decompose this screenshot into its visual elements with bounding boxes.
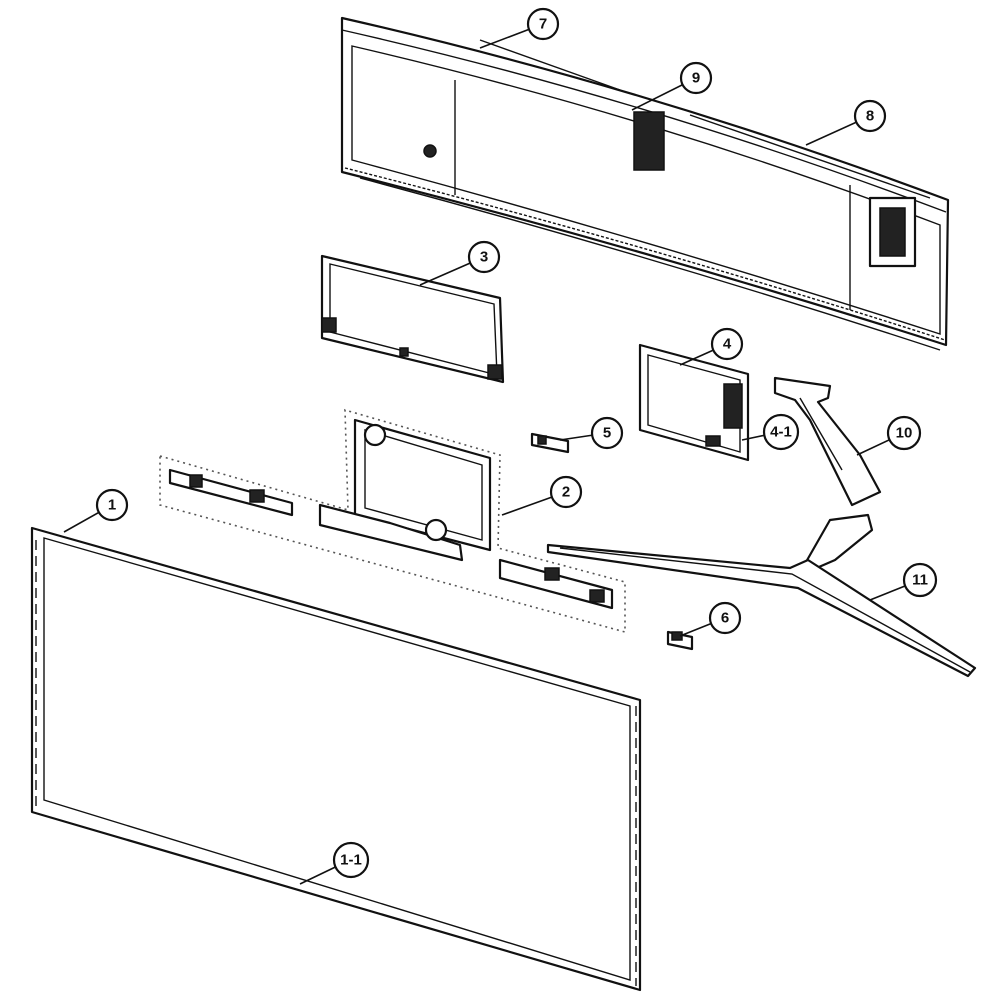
bracket-assembly xyxy=(159,408,626,634)
main-board xyxy=(320,254,505,384)
callout-label-3: 3 xyxy=(480,249,488,266)
stand-neck xyxy=(773,376,882,572)
callout-label-4: 4 xyxy=(723,336,732,353)
callout-label-8: 8 xyxy=(866,108,874,125)
callout-1: 1 xyxy=(95,488,129,522)
callout-label-6: 6 xyxy=(721,610,729,627)
callout-label-11: 11 xyxy=(912,572,928,589)
power-board xyxy=(638,343,750,462)
callout-2: 2 xyxy=(549,475,583,509)
rear-cover xyxy=(340,16,950,351)
stand-base xyxy=(546,543,977,678)
callout-1-1: 1-1 xyxy=(332,841,370,879)
callout-label-7: 7 xyxy=(539,16,547,33)
callout-label-9: 9 xyxy=(692,70,700,87)
part-5 xyxy=(530,432,570,454)
callout-label-1: 1 xyxy=(108,497,116,514)
callout-label-5: 5 xyxy=(603,425,611,442)
callout-10: 10 xyxy=(886,415,922,451)
display-panel xyxy=(30,526,642,992)
callout-4-1: 4-1 xyxy=(762,413,800,451)
callout-11: 11 xyxy=(902,562,938,598)
callout-label-1-1: 1-1 xyxy=(340,852,362,869)
callout-label-2: 2 xyxy=(562,484,570,501)
callout-5: 5 xyxy=(590,416,624,450)
callout-3: 3 xyxy=(467,240,501,274)
callout-label-10: 10 xyxy=(896,425,913,442)
callout-4: 4 xyxy=(710,327,744,361)
callout-6: 6 xyxy=(708,601,742,635)
callout-9: 9 xyxy=(679,61,713,95)
callout-8: 8 xyxy=(853,99,887,133)
part-6 xyxy=(666,630,694,651)
callout-label-4-1: 4-1 xyxy=(770,424,792,441)
callout-7: 7 xyxy=(526,7,560,41)
